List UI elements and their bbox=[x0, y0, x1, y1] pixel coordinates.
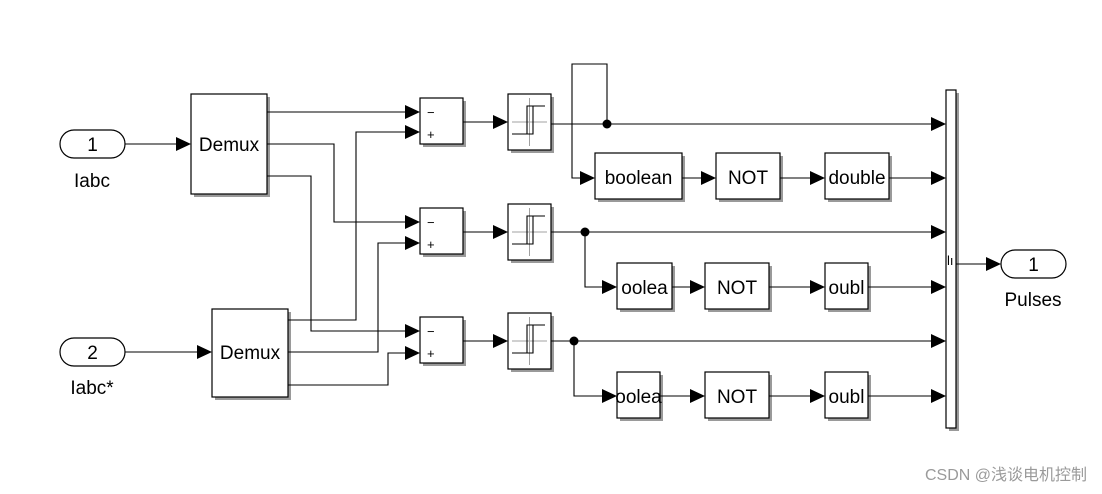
inport-1-label: Iabc bbox=[74, 171, 110, 192]
convert-to-double-1[interactable]: double bbox=[824, 152, 892, 202]
convert-to-boolean-1-label: boolean bbox=[605, 168, 673, 189]
convert-to-boolean-2[interactable]: oolea bbox=[616, 262, 675, 312]
inport-1[interactable]: 1 bbox=[59, 129, 126, 159]
outport-1[interactable]: 1 bbox=[1000, 249, 1067, 279]
inport-2-number: 2 bbox=[87, 343, 98, 364]
demux-1[interactable]: Demux bbox=[190, 93, 270, 197]
not-gate-2[interactable]: NOT bbox=[704, 262, 772, 312]
watermark-text: CSDN @浅谈电机控制 bbox=[925, 466, 1087, 484]
hysteresis-icon bbox=[512, 208, 547, 256]
signal-lines bbox=[125, 63, 1001, 403]
sum-block-3[interactable]: − + bbox=[419, 316, 466, 366]
relay-block-3[interactable] bbox=[507, 312, 554, 372]
not-gate-2-label: NOT bbox=[717, 278, 758, 299]
convert-to-double-3-label: oubl bbox=[829, 387, 865, 408]
demux-2[interactable]: Demux bbox=[211, 308, 291, 400]
inport-2-label: Iabc* bbox=[70, 378, 114, 399]
inport-2[interactable]: 2 bbox=[59, 337, 126, 367]
outport-1-number: 1 bbox=[1028, 255, 1039, 276]
sum-3-plus-sign: + bbox=[427, 346, 435, 361]
convert-to-double-1-label: double bbox=[828, 168, 885, 189]
relay-block-2[interactable] bbox=[507, 203, 554, 263]
hysteresis-icon bbox=[512, 98, 547, 146]
sum-1-plus-sign: + bbox=[427, 127, 435, 142]
sum-block-1[interactable]: − + bbox=[419, 97, 466, 147]
sum-block-2[interactable]: − + bbox=[419, 207, 466, 257]
sum-2-plus-sign: + bbox=[427, 237, 435, 252]
convert-to-boolean-3-label: oolea bbox=[615, 387, 662, 408]
convert-to-double-3[interactable]: oubl bbox=[824, 371, 871, 421]
convert-to-boolean-1[interactable]: boolean bbox=[594, 152, 685, 202]
sum-2-minus-sign: − bbox=[427, 215, 435, 230]
mux-label-fragment: lı bbox=[947, 253, 954, 268]
convert-to-double-2-label: oubl bbox=[829, 278, 865, 299]
inport-1-number: 1 bbox=[87, 135, 98, 156]
demux-1-label: Demux bbox=[199, 135, 260, 156]
not-gate-1-label: NOT bbox=[728, 168, 769, 189]
outport-1-label: Pulses bbox=[1004, 290, 1061, 311]
demux-2-label: Demux bbox=[220, 343, 281, 364]
convert-to-boolean-2-label: oolea bbox=[621, 278, 668, 299]
not-gate-3[interactable]: NOT bbox=[704, 371, 772, 421]
relay-block-1[interactable] bbox=[507, 93, 554, 153]
convert-to-double-2[interactable]: oubl bbox=[824, 262, 871, 312]
sum-3-minus-sign: − bbox=[427, 324, 435, 339]
mux-block[interactable]: lı bbox=[945, 89, 959, 431]
not-gate-3-label: NOT bbox=[717, 387, 758, 408]
convert-to-boolean-3[interactable]: oolea bbox=[615, 371, 663, 421]
not-gate-1[interactable]: NOT bbox=[715, 152, 783, 202]
sum-1-minus-sign: − bbox=[427, 105, 435, 120]
hysteresis-icon bbox=[512, 317, 547, 365]
